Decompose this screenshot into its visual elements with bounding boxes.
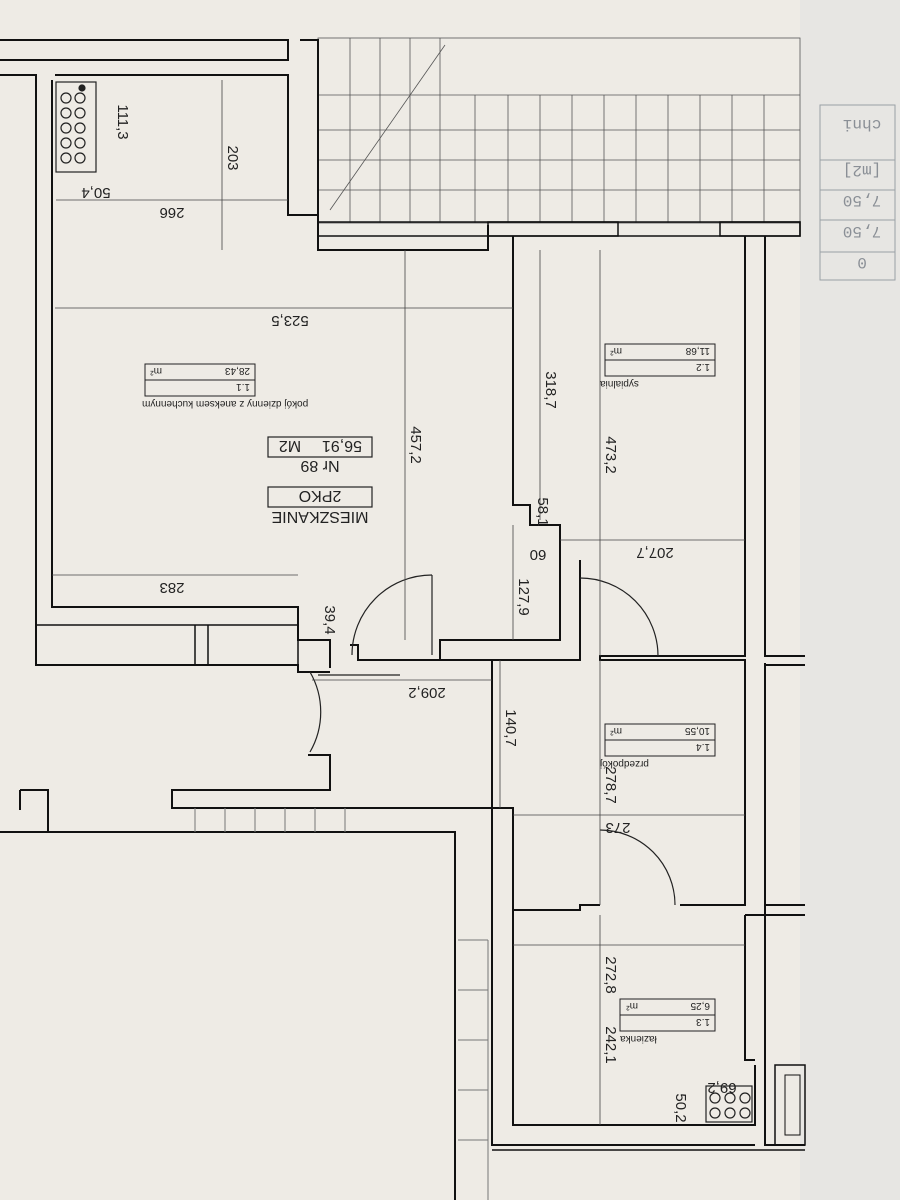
- dim-473-2: 473,2: [602, 436, 619, 474]
- legend-value: 7,50: [843, 222, 881, 240]
- room-area: 11,68: [685, 345, 710, 356]
- dim-140-7: 140,7: [502, 709, 519, 747]
- door-swings: [309, 574, 676, 906]
- left-window-niche: [35, 624, 299, 666]
- dim-50-4: 50,4: [81, 184, 110, 201]
- room-name: sypialnia: [600, 378, 639, 389]
- legend-value: 7,50: [843, 191, 881, 209]
- apartment-type: 2PKO: [299, 487, 342, 504]
- room-area: 6,25: [690, 1000, 710, 1011]
- room-table-living: pokój dzienny z aneksem kuchennym 1.1 28…: [142, 363, 308, 409]
- room-table-hall: przedpokój 1.4 10,55 m²: [600, 723, 716, 769]
- room-name: łazienka: [620, 1033, 657, 1044]
- dim-523-5: 523,5: [271, 312, 309, 329]
- legend-value: chni: [843, 115, 881, 133]
- dim-60: 60: [530, 546, 547, 563]
- room-name: pokój dzienny z aneksem kuchennym: [142, 398, 308, 409]
- dim-39-4: 39,4: [321, 605, 338, 634]
- apartment-label: MIESZKANIE 2PKO Nr 89 56,91 M2: [267, 436, 373, 525]
- dim-283: 283: [159, 579, 184, 596]
- dim-69-2: 69,2: [707, 1079, 736, 1096]
- dim-207-7: 207,7: [636, 544, 674, 561]
- apartment-type-box: [267, 486, 373, 508]
- dim-273: 273: [605, 819, 630, 836]
- dim-50-2: 50,2: [672, 1093, 689, 1122]
- dim-203: 203: [224, 145, 241, 170]
- room-code: 1.3: [696, 1016, 710, 1027]
- legend-value: 0: [857, 253, 867, 271]
- room-area: 28,43: [225, 365, 250, 376]
- stair-hatch: [194, 808, 489, 1200]
- dim-278-7: 278,7: [602, 766, 619, 804]
- room-area-unit: m²: [610, 725, 622, 736]
- dim-127-9: 127,9: [515, 578, 532, 616]
- kitchen-hob-icon: [55, 81, 97, 173]
- dim-58-1: 58,1: [534, 497, 551, 526]
- apartment-number: Nr 89: [300, 457, 339, 474]
- room-area-unit: m²: [626, 1000, 638, 1011]
- room-area-unit: m²: [150, 365, 162, 376]
- walls: [0, 39, 806, 1200]
- room-code: 1.1: [236, 381, 250, 392]
- legend-table-fragment: 0 7,50 7,50 [m2] chni: [819, 104, 896, 281]
- balcony-tile-grid: [317, 37, 801, 224]
- apartment-area: 56,91: [322, 437, 362, 454]
- room-name: przedpokój: [600, 758, 649, 769]
- room-area: 10,55: [685, 725, 710, 736]
- dim-209-2: 209,2: [408, 684, 446, 701]
- dim-242-1: 242,1: [602, 1026, 619, 1064]
- dim-457-2: 457,2: [407, 426, 424, 464]
- room-code: 1.4: [696, 741, 710, 752]
- dim-272-8: 272,8: [602, 956, 619, 994]
- room-area-unit: m²: [610, 345, 622, 356]
- room-table-bath: łazienka 1.3 6,25 m²: [619, 998, 716, 1044]
- dimension-labels: 111,3 50,4 203 266 523,5 457,2 318,7 473…: [81, 104, 736, 1122]
- room-code: 1.2: [696, 361, 710, 372]
- apartment-area-unit: M2: [279, 437, 301, 454]
- bathroom-fixture-icon: [705, 1085, 753, 1123]
- dim-111-3: 111,3: [114, 104, 131, 139]
- dimension-lines: [52, 80, 745, 1125]
- apartment-area-box: [267, 436, 373, 458]
- dim-266: 266: [159, 204, 184, 221]
- legend-value: [m2]: [843, 161, 881, 179]
- room-table-bedroom: sypialnia 1.2 11,68 m²: [600, 343, 716, 389]
- dim-318-7: 318,7: [542, 371, 559, 409]
- paper-right-margin: [800, 0, 900, 1200]
- apartment-title: MIESZKANIE: [272, 508, 369, 525]
